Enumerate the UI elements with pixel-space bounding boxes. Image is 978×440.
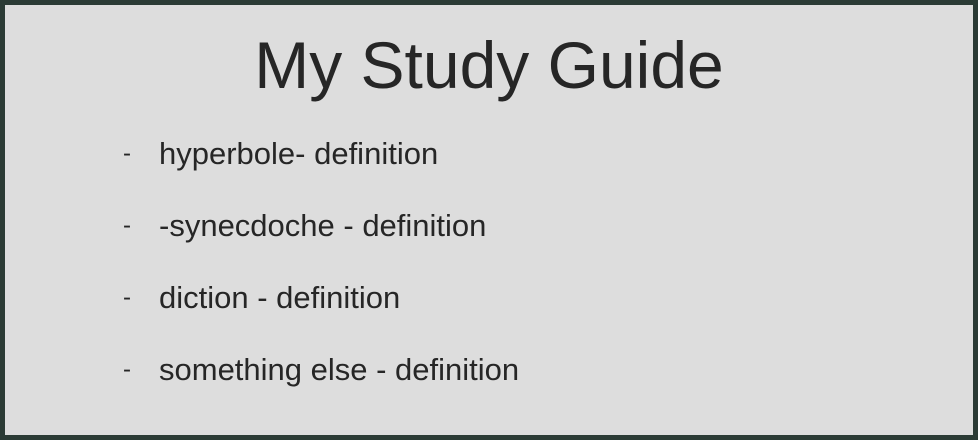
list-item-text: something else - definition	[159, 352, 520, 387]
dash-bullet-icon: -	[123, 356, 131, 383]
page-title: My Study Guide	[254, 28, 724, 102]
list-item-text: hyperbole- definition	[159, 136, 439, 171]
list-item-text: diction - definition	[159, 280, 401, 315]
list-item-text: -synecdoche - definition	[159, 208, 487, 243]
dash-bullet-icon: -	[123, 212, 131, 239]
dash-bullet-icon: -	[123, 140, 131, 167]
dash-bullet-icon: -	[123, 284, 131, 311]
